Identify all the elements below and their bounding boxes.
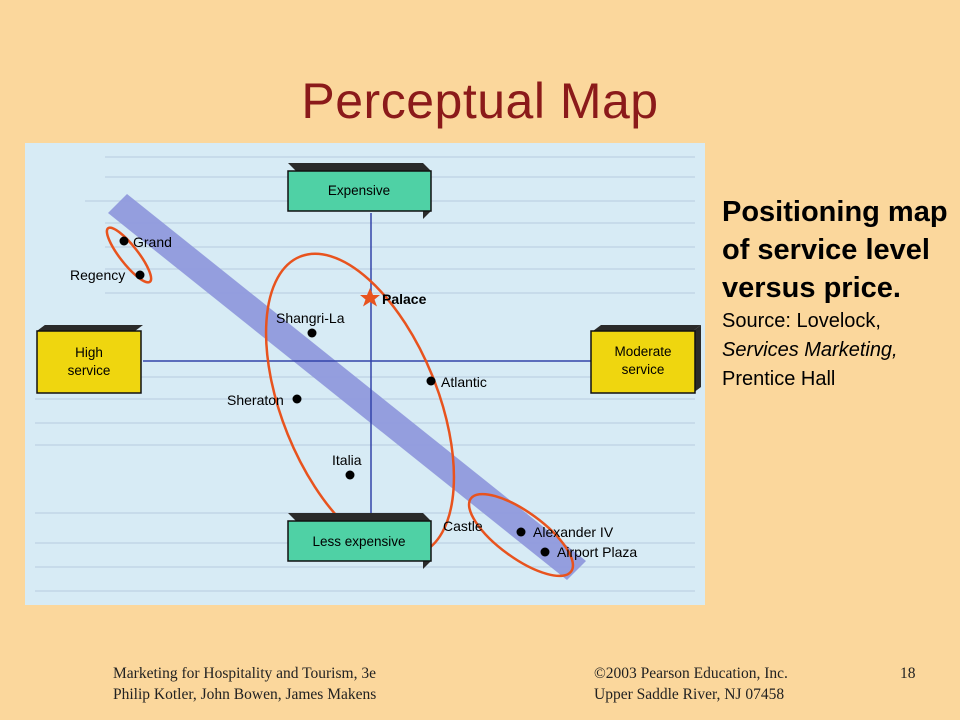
point-airport-plaza — [540, 547, 550, 557]
label-alexander: Alexander IV — [533, 524, 614, 540]
footer-book-info: Marketing for Hospitality and Tourism, 3… — [113, 663, 376, 705]
label-castle: Castle — [443, 518, 483, 534]
perceptual-map: Expensive Less expensive High service Mo… — [25, 143, 705, 605]
point-grand — [119, 236, 129, 246]
footer-publisher: ©2003 Pearson Education, Inc. Upper Sadd… — [594, 663, 788, 705]
footer-book-title: Marketing for Hospitality and Tourism, 3… — [113, 665, 376, 682]
point-palace-star — [360, 288, 380, 307]
label-italia: Italia — [332, 452, 362, 468]
caption-bold: Positioning map of service level versus … — [722, 196, 948, 304]
expensive-label: Expensive — [328, 183, 390, 198]
cluster-castle-airport — [467, 492, 575, 578]
slide-title: Perceptual Map — [301, 73, 659, 129]
label-regency: Regency — [70, 267, 125, 283]
point-regency — [135, 270, 145, 280]
label-sheraton: Sheraton — [227, 392, 284, 408]
label-atlantic: Atlantic — [441, 374, 487, 390]
caption-source-italic: Services Marketing, — [722, 339, 898, 361]
point-atlantic — [426, 376, 436, 386]
label-airport-plaza: Airport Plaza — [557, 544, 637, 560]
moderate-service-label-1: Moderate — [614, 344, 671, 359]
cluster-grand-regency — [105, 226, 153, 284]
moderate-service-box: Moderate service — [590, 325, 701, 394]
label-shangri-la: Shangri-La — [276, 310, 345, 326]
high-service-box: High service — [36, 325, 143, 394]
caption: Positioning map of service level versus … — [722, 193, 952, 394]
high-service-label-2: service — [68, 363, 111, 378]
footer-address: Upper Saddle River, NJ 07458 — [594, 686, 785, 703]
footer-copyright: ©2003 Pearson Education, Inc. — [594, 665, 788, 682]
diagonal-band — [108, 194, 586, 580]
caption-source-prefix: Source: Lovelock, — [722, 310, 881, 332]
high-service-label-1: High — [75, 345, 103, 360]
point-alexander — [516, 527, 526, 537]
footer-authors: Philip Kotler, John Bowen, James Makens — [113, 686, 377, 703]
point-sheraton — [292, 394, 302, 404]
slide-number: 18 — [900, 665, 916, 682]
caption-source-suffix: Prentice Hall — [722, 368, 836, 390]
point-italia — [345, 470, 355, 480]
label-palace: Palace — [382, 291, 427, 307]
expensive-box: Expensive — [287, 163, 432, 219]
label-grand: Grand — [133, 234, 172, 250]
point-shangri-la — [307, 328, 317, 338]
perceptual-map-svg: Expensive Less expensive High service Mo… — [35, 156, 701, 592]
less-expensive-box: Less expensive — [287, 513, 432, 569]
moderate-service-label-2: service — [622, 362, 665, 377]
less-expensive-label: Less expensive — [312, 534, 405, 549]
